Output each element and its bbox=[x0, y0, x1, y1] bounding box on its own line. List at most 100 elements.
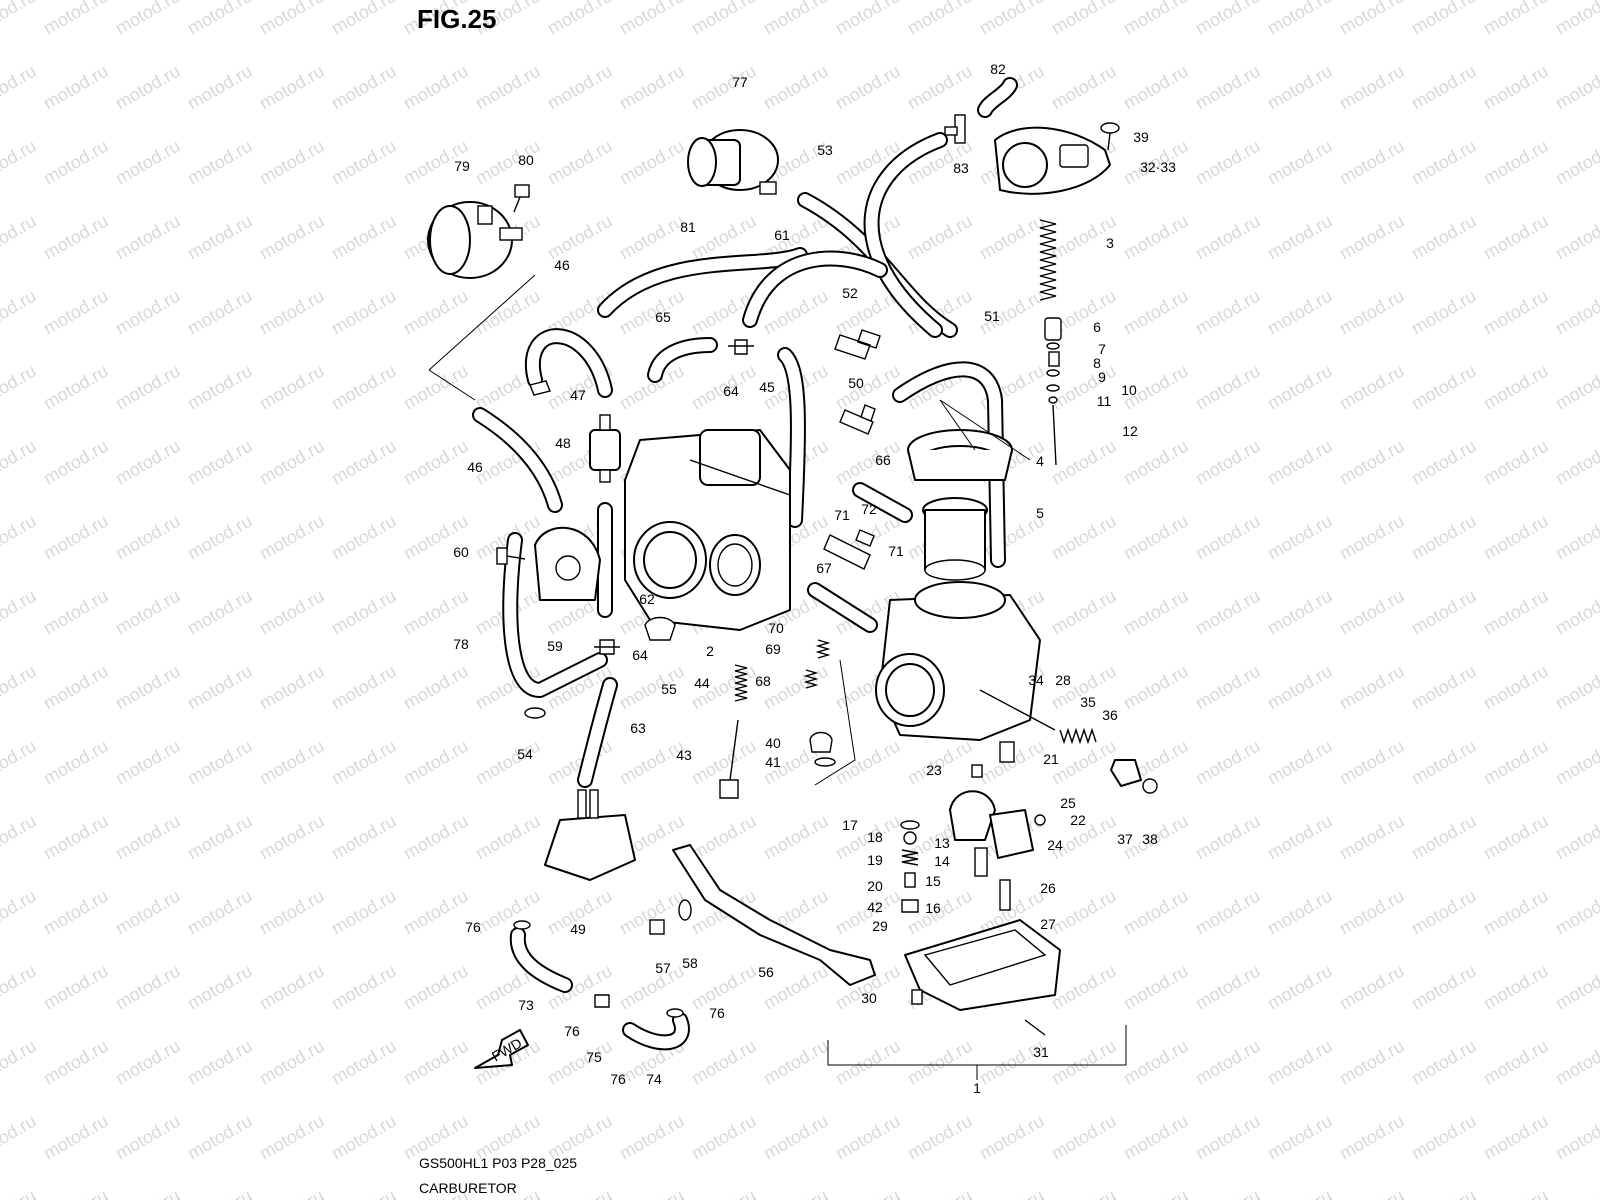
watermark-text: motod.ru bbox=[1192, 811, 1264, 864]
watermark-text: motod.ru bbox=[1408, 811, 1480, 864]
watermark-text: motod.ru bbox=[1408, 511, 1480, 564]
watermark-text: motod.ru bbox=[1264, 61, 1336, 114]
watermark-text: motod.ru bbox=[616, 1186, 688, 1200]
callout-72: 72 bbox=[861, 501, 877, 517]
watermark-text: motod.ru bbox=[328, 1186, 400, 1200]
watermark-text: motod.ru bbox=[400, 661, 472, 714]
watermark-text: motod.ru bbox=[616, 211, 688, 264]
hose-45 bbox=[777, 347, 806, 528]
watermark-text: motod.ru bbox=[256, 1186, 328, 1200]
watermark-text: motod.ru bbox=[472, 286, 544, 339]
callout-44: 44 bbox=[694, 675, 710, 691]
watermark-text: motod.ru bbox=[328, 436, 400, 489]
callout-5: 5 bbox=[1036, 505, 1044, 521]
watermark-text: motod.ru bbox=[688, 61, 760, 114]
watermark-text: motod.ru bbox=[1552, 1111, 1600, 1164]
watermark-text: motod.ru bbox=[184, 136, 256, 189]
watermark-text: motod.ru bbox=[616, 61, 688, 114]
watermark-text: motod.ru bbox=[616, 1111, 688, 1164]
watermark-text: motod.ru bbox=[0, 961, 40, 1014]
watermark-text: motod.ru bbox=[1120, 1036, 1192, 1089]
watermark-text: motod.ru bbox=[1120, 211, 1192, 264]
callout-8: 8 bbox=[1093, 355, 1101, 371]
watermark-text: motod.ru bbox=[1408, 1111, 1480, 1164]
watermark-text: motod.ru bbox=[256, 586, 328, 639]
watermark-text: motod.ru bbox=[1552, 586, 1600, 639]
hose-65 bbox=[647, 337, 718, 383]
callout-22: 22 bbox=[1070, 812, 1086, 828]
watermark-text: motod.ru bbox=[1336, 961, 1408, 1014]
watermark-text: motod.ru bbox=[688, 811, 760, 864]
watermark-text: motod.ru bbox=[112, 136, 184, 189]
watermark-text: motod.ru bbox=[184, 961, 256, 1014]
watermark-text: motod.ru bbox=[328, 0, 400, 38]
watermark-text: motod.ru bbox=[1264, 1036, 1336, 1089]
watermark-text: motod.ru bbox=[1048, 886, 1120, 939]
watermark-text: motod.ru bbox=[1480, 661, 1552, 714]
callout-58: 58 bbox=[682, 955, 698, 971]
watermark-text: motod.ru bbox=[1192, 511, 1264, 564]
hose-61 bbox=[742, 250, 888, 328]
watermark-text: motod.ru bbox=[256, 811, 328, 864]
watermark-text: motod.ru bbox=[1264, 1111, 1336, 1164]
callout-23: 23 bbox=[926, 762, 942, 778]
callouts: 1 2 3 4 5 6 7 8 9 10 11 12 13 14 15 16 1… bbox=[453, 61, 1176, 1096]
watermark-text: motod.ru bbox=[904, 1036, 976, 1089]
watermark-text: motod.ru bbox=[112, 1036, 184, 1089]
watermark-text: motod.ru bbox=[904, 0, 976, 38]
hose-81 bbox=[597, 247, 808, 318]
watermark-text: motod.ru bbox=[1408, 211, 1480, 264]
watermark-text: motod.ru bbox=[0, 0, 40, 38]
callout-10: 10 bbox=[1121, 382, 1137, 398]
callout-64-bottom: 64 bbox=[632, 647, 648, 663]
watermark-text: motod.ru bbox=[0, 136, 40, 189]
fitting-83 bbox=[944, 114, 966, 144]
spring-35 bbox=[1059, 727, 1097, 745]
callout-67: 67 bbox=[816, 560, 832, 576]
watermark-text: motod.ru bbox=[0, 61, 40, 114]
callout-17: 17 bbox=[842, 817, 858, 833]
watermark-text: motod.ru bbox=[1120, 886, 1192, 939]
watermark-text: motod.ru bbox=[184, 511, 256, 564]
watermark-text: motod.ru bbox=[1048, 0, 1120, 38]
callout-11: 11 bbox=[1097, 393, 1112, 409]
watermark-text: motod.ru bbox=[904, 1186, 976, 1200]
callout-35: 35 bbox=[1080, 694, 1096, 710]
watermark-text: motod.ru bbox=[112, 436, 184, 489]
watermark-text: motod.ru bbox=[112, 736, 184, 789]
watermark-text: motod.ru bbox=[1336, 586, 1408, 639]
watermark-text: motod.ru bbox=[40, 361, 112, 414]
watermark-text: motod.ru bbox=[40, 1036, 112, 1089]
watermark-text: motod.ru bbox=[1336, 0, 1408, 38]
watermark-text: motod.ru bbox=[112, 586, 184, 639]
model-code: GS500HL1 P03 P28_025 bbox=[419, 1155, 577, 1171]
leader-lines bbox=[428, 274, 1127, 1040]
watermark-text: motod.ru bbox=[760, 0, 832, 38]
callout-75: 75 bbox=[586, 1049, 602, 1065]
watermark-text: motod.ru bbox=[112, 361, 184, 414]
watermark-text: motod.ru bbox=[328, 1036, 400, 1089]
hose-46 bbox=[472, 328, 613, 513]
watermark-text: motod.ru bbox=[1552, 961, 1600, 1014]
bracket-56 bbox=[672, 844, 876, 986]
watermark-text: motod.ru bbox=[1048, 1036, 1120, 1089]
callout-83: 83 bbox=[953, 160, 969, 176]
callout-78: 78 bbox=[453, 636, 469, 652]
diaphragm-4 bbox=[907, 429, 1013, 481]
watermark-text: motod.ru bbox=[1480, 1111, 1552, 1164]
watermark-text: motod.ru bbox=[1264, 436, 1336, 489]
callout-50: 50 bbox=[848, 375, 864, 391]
callout-37: 37 bbox=[1117, 831, 1133, 847]
watermark-text: motod.ru bbox=[40, 586, 112, 639]
callout-25: 25 bbox=[1060, 795, 1076, 811]
watermark-text: motod.ru bbox=[1408, 961, 1480, 1014]
canister-79 bbox=[427, 201, 523, 279]
watermark-text: motod.ru bbox=[112, 1186, 184, 1200]
watermark-text: motod.ru bbox=[40, 961, 112, 1014]
callout-40: 40 bbox=[765, 735, 781, 751]
watermark-text: motod.ru bbox=[904, 1111, 976, 1164]
parts-artwork: FWD bbox=[427, 77, 1158, 1080]
watermark-text: motod.ru bbox=[40, 511, 112, 564]
